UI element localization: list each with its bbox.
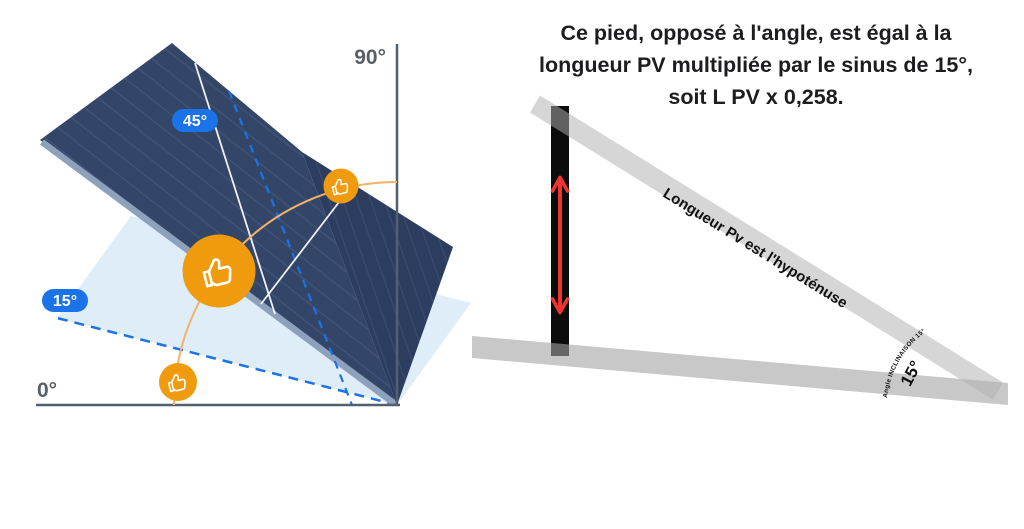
hypotenuse-label: Longueur Pv est l'hypoténuse [660, 185, 851, 312]
pill-label: 45° [183, 113, 207, 130]
title-line-1: Ce pied, opposé à l'angle, est égal à la [560, 21, 952, 45]
arrow-head-down [550, 297, 570, 315]
title-line-2: longueur PV multipliée par le sinus de 1… [539, 53, 973, 77]
double-arrow [550, 175, 570, 315]
base-bar [472, 336, 1008, 405]
pill-background [42, 289, 88, 312]
dashed-line-45 [227, 90, 354, 406]
left-diagram: 90° 0° 45° 1 [36, 43, 471, 407]
thumb-badge-bottom [159, 363, 197, 401]
hypotenuse-bar [530, 95, 1003, 400]
pill-background [172, 109, 218, 132]
thumb-badge-45 [182, 234, 256, 308]
label-0-degrees: 0° [37, 379, 57, 402]
right-diagram: Longueur Pv est l'hypoténuse Angle INCLI… [472, 95, 1008, 405]
dashed-line-15 [56, 316, 398, 407]
thumb-badge-top [323, 168, 359, 204]
angle-pill-45: 45° [172, 109, 218, 132]
explanation-title: Ce pied, opposé à l'angle, est égal à la… [480, 17, 1024, 113]
panel-guide-line-right [260, 192, 347, 305]
arrow-head-up [550, 175, 570, 193]
solar-panel-hatch [40, 43, 397, 405]
thumb-circle [182, 234, 256, 308]
panel-guide-line-left [194, 62, 276, 315]
pill-label: 15° [53, 293, 77, 310]
label-90-degrees: 90° [354, 46, 386, 69]
panel-45-section-hatch [302, 152, 453, 405]
thumb-circle [323, 168, 359, 204]
title-line-3: soit L PV x 0,258. [668, 85, 844, 109]
thumb-circle [159, 363, 197, 401]
angle-pill-15: 15° [42, 289, 88, 312]
